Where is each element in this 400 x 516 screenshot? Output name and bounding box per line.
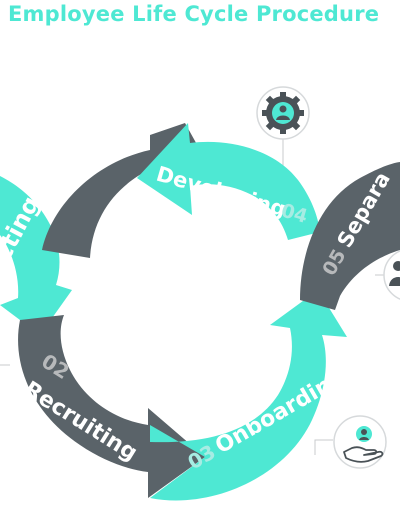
person-icon (383, 250, 400, 300)
arc-acting (0, 176, 72, 335)
arc-separation (300, 162, 400, 310)
hand-person-icon (333, 415, 387, 469)
arc-onboarding (150, 290, 347, 501)
connector-onboarding (314, 439, 333, 455)
arc-developing (137, 123, 320, 240)
page-title: Employee Life Cycle Procedure (8, 2, 380, 26)
arc-recruiting (18, 315, 205, 498)
gear-person-icon (256, 86, 310, 140)
